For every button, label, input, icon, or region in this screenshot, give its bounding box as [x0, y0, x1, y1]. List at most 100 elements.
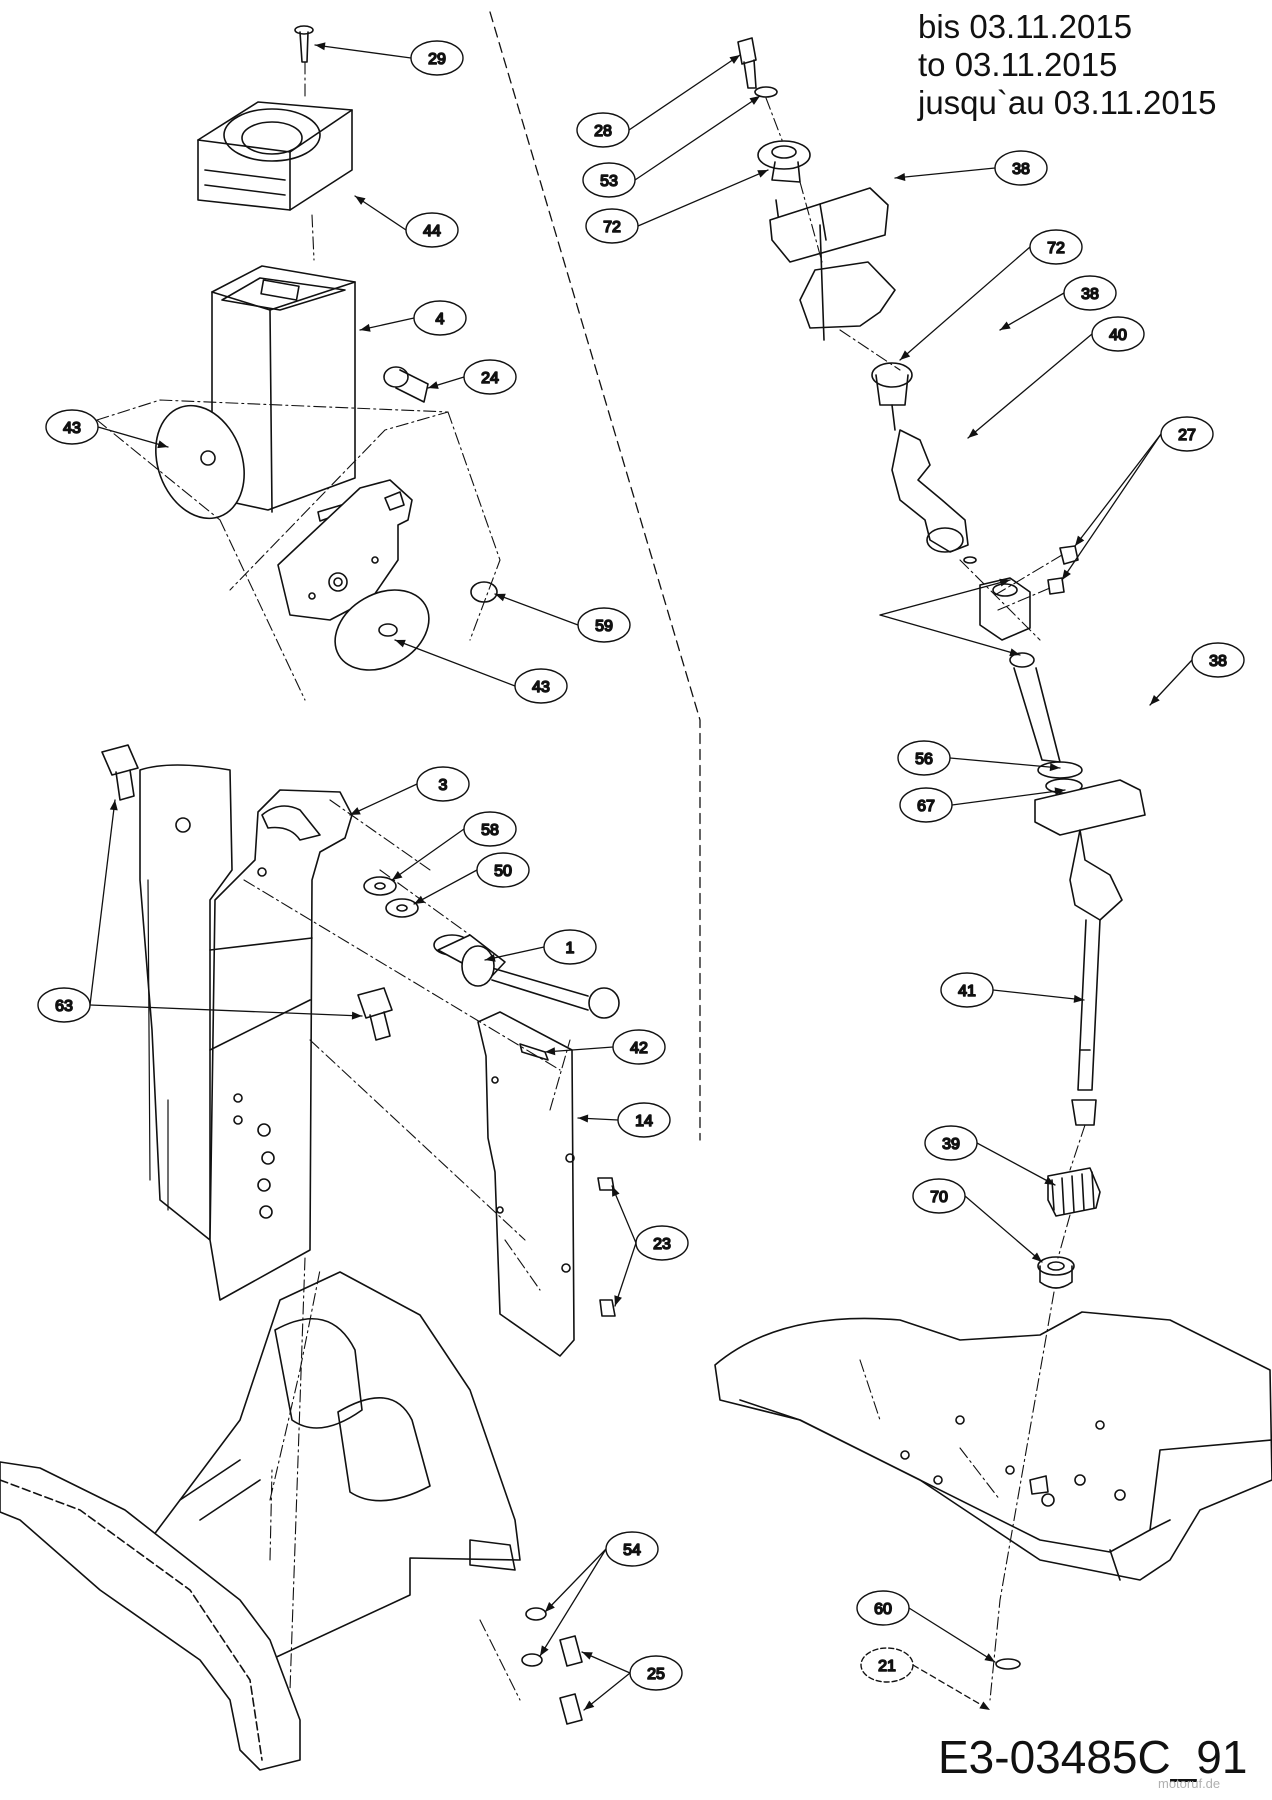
callout-c58: 58 [391, 811, 517, 881]
floor-plate-part [714, 1311, 1272, 1581]
top-screw-part [294, 25, 314, 63]
callout-number: 50 [494, 863, 512, 880]
callout-number: 3 [439, 777, 448, 794]
callout-bubble [37, 987, 91, 1023]
callout-number: 1 [566, 940, 575, 957]
lever-handle-part [433, 934, 620, 1019]
callout-number: 39 [942, 1136, 960, 1153]
leader-arrow [577, 1114, 619, 1123]
callout-bubble [463, 811, 517, 847]
callout-bubble [577, 607, 631, 643]
callout-c1: 1 [484, 929, 597, 965]
leader-arrow [912, 1664, 991, 1711]
steering-shaft-lower [1009, 652, 1146, 1126]
steering-column-housing [96, 25, 501, 701]
drawing-number: E3-03485C_91 [938, 1731, 1248, 1783]
callout-c3: 3 [349, 766, 470, 816]
callout-bubble [912, 1178, 966, 1214]
callout-bubble [576, 112, 630, 148]
leader-arrow [349, 783, 418, 816]
leader-arrow [494, 593, 579, 626]
callout-bubble [1160, 416, 1214, 452]
callout-c54: 54 [539, 1531, 659, 1657]
callout-number: 14 [635, 1113, 653, 1130]
callout-number: 43 [63, 420, 81, 437]
callout-number: 58 [481, 822, 499, 839]
callout-number: 38 [1012, 161, 1030, 178]
leader-arrow [634, 95, 761, 181]
callout-number: 60 [874, 1601, 892, 1618]
callout-bubble [612, 1029, 666, 1065]
callout-number: 29 [428, 51, 446, 68]
callout-layer: 2944424435943358501634214235425285372387… [37, 40, 1245, 1711]
callout-c14: 14 [577, 1102, 671, 1138]
callout-bubble [629, 1655, 683, 1691]
callout-number: 42 [630, 1040, 648, 1057]
callout-bubble [543, 929, 597, 965]
callout-bubble [45, 409, 99, 445]
frame-side-plates [139, 764, 353, 1301]
callout-c24: 24 [427, 359, 517, 395]
callout-number: 63 [55, 998, 73, 1015]
callout-c28: 28 [576, 54, 741, 148]
callout-number: 59 [595, 618, 613, 635]
leader-arrow [89, 1004, 363, 1020]
callout-number: 44 [423, 223, 441, 240]
callout-c27: 27 [1061, 416, 1214, 581]
callout-c21: 21 [860, 1647, 991, 1711]
universal-joint-upper [871, 362, 977, 564]
washers-part [363, 876, 419, 918]
leader-arrow [908, 1607, 996, 1663]
callout-bubble [1063, 275, 1117, 311]
leader-arrow [999, 292, 1065, 331]
callout-c44: 44 [354, 195, 459, 248]
callout-number: 38 [1209, 653, 1227, 670]
callout-bubble [860, 1647, 914, 1683]
callout-c4: 4 [359, 300, 467, 336]
column-tube-part [211, 265, 366, 522]
callout-bubble [413, 300, 467, 336]
callout-number: 53 [600, 173, 618, 190]
watermark-text: motoruf.de [1158, 1776, 1221, 1791]
leader-arrow [354, 195, 407, 231]
callout-c43a: 43 [45, 409, 169, 449]
callout-c56: 56 [897, 740, 1061, 776]
callout-c67: 67 [899, 787, 1066, 823]
leader-arrow [314, 42, 412, 59]
leader-arrow [89, 799, 118, 1006]
leader-arrow [583, 1672, 631, 1711]
leader-arrow [1074, 433, 1162, 547]
small-washer-part [995, 1658, 1021, 1670]
snap-ring-part [470, 581, 498, 603]
callout-number: 56 [915, 751, 933, 768]
callout-c60: 60 [856, 1590, 996, 1663]
callout-c23: 23 [611, 1185, 689, 1307]
callout-number: 27 [1178, 427, 1196, 444]
callout-c63: 63 [37, 799, 363, 1023]
callout-bubble [605, 1531, 659, 1567]
leader-arrow [976, 1142, 1056, 1186]
cover-plate-part [477, 1011, 575, 1357]
leader-arrow [544, 1046, 614, 1056]
column-cap-part [197, 101, 353, 211]
callout-c38c: 38 [1149, 642, 1245, 706]
flange-nut-part [1037, 1256, 1075, 1289]
callout-bubble [410, 40, 464, 76]
callout-number: 38 [1081, 286, 1099, 303]
callout-bubble [1091, 316, 1145, 352]
leader-arrow [539, 1548, 607, 1657]
callout-number: 72 [603, 219, 621, 236]
callout-number: 70 [930, 1189, 948, 1206]
callout-number: 25 [647, 1666, 665, 1683]
fasteners-part [101, 744, 616, 1317]
leader-arrow [97, 426, 169, 449]
callout-bubble [476, 852, 530, 888]
leader-arrow [427, 376, 465, 389]
callout-bubble [897, 740, 951, 776]
callout-c39: 39 [924, 1125, 1056, 1186]
upper-bearing-bracket [737, 37, 896, 341]
leader-arrow [581, 1651, 631, 1674]
callout-bubble [514, 668, 568, 704]
callout-number: 41 [958, 983, 976, 1000]
lower-frame-weldment [0, 1271, 521, 1771]
